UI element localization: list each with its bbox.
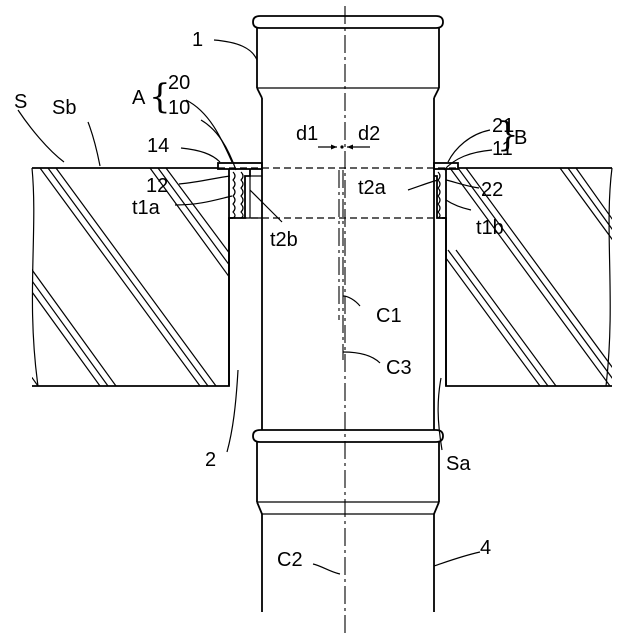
label-part-14: 14 [147, 135, 169, 157]
label-part-22: 22 [481, 179, 503, 201]
label-b-11: 11 [492, 138, 513, 160]
collar-left [218, 163, 262, 218]
leader-lines [18, 40, 492, 574]
label-slab: S [14, 91, 27, 113]
label-slab-top: Sb [52, 97, 76, 119]
label-a-20: 20 [168, 72, 190, 94]
label-sleeve: 2 [205, 449, 216, 471]
centerlines [339, 6, 345, 634]
label-bore-wall: Sa [446, 453, 471, 475]
label-d1: d1 [296, 123, 318, 145]
pipe-lower [253, 430, 443, 612]
label-a-10: 10 [168, 97, 190, 119]
label-t2a: t2a [358, 177, 387, 199]
label-b-21: 21 [492, 115, 514, 137]
label-pipe-lower: 4 [480, 537, 491, 559]
slab-right [440, 168, 626, 386]
label-c2: C2 [277, 549, 303, 571]
collar-right [434, 163, 458, 218]
label-group-b: B [514, 127, 527, 149]
label-c3: C3 [386, 357, 412, 379]
label-c1: C1 [376, 305, 402, 327]
label-pipe-upper: 1 [192, 29, 203, 51]
label-t1b: t1b [476, 217, 504, 239]
label-group-a: A [132, 87, 146, 109]
slab-right-hatch [440, 168, 626, 386]
label-t1a: t1a [132, 197, 161, 219]
label-d2: d2 [358, 123, 380, 145]
slab-left [0, 168, 233, 386]
offset-marks [318, 145, 370, 150]
label-part-12: 12 [146, 175, 168, 197]
pipe-upper [253, 16, 443, 430]
label-t2b: t2b [270, 229, 298, 251]
